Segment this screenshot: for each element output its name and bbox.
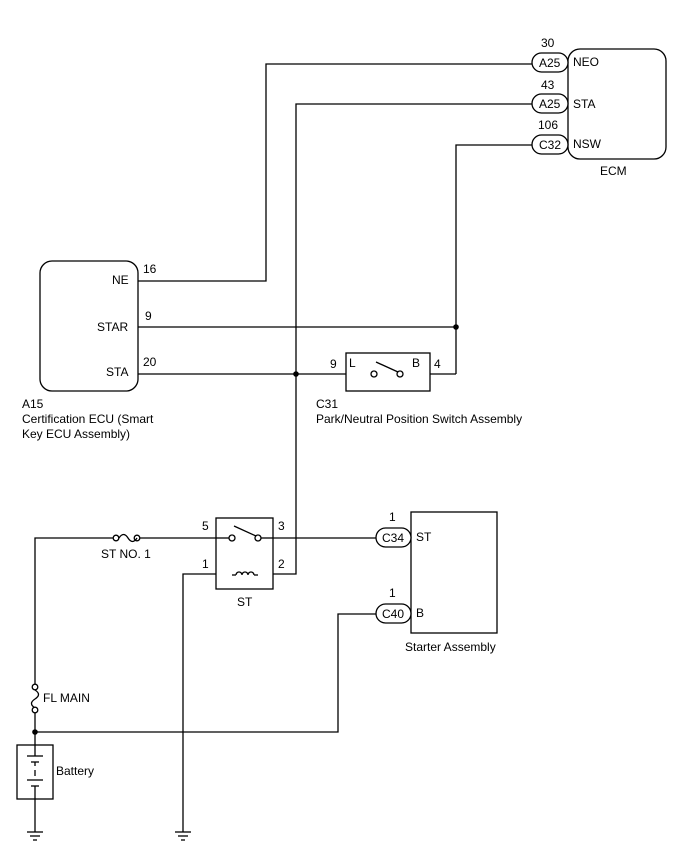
relay-coil: [235, 571, 255, 576]
st-relay-name: ST: [237, 595, 253, 609]
ecm-pin-neo-label: NEO: [573, 55, 599, 69]
ecm-pin-neo-number: 30: [541, 36, 555, 50]
ecm-connector-label: C32: [539, 138, 561, 152]
ecm-pin-nsw: 106 C32 NSW: [531, 118, 602, 155]
wire-relay-pin1-ground: [182, 573, 216, 832]
fuse-terminal: [31, 683, 39, 691]
battery-label: Battery: [56, 764, 94, 778]
certification-ecu-box: [39, 260, 139, 392]
ecm-connector-label: A25: [539, 56, 561, 70]
ecm-pin-sta: 43 A25 STA: [531, 78, 595, 114]
cert-ecu-pin-ne-number: 16: [143, 262, 157, 276]
starter-assembly-name: Starter Assembly: [405, 640, 496, 654]
relay-blade: [233, 525, 257, 537]
park-switch-pin-4: 4: [434, 357, 441, 371]
fuse-terminal: [112, 534, 120, 542]
st-relay-box: [215, 517, 274, 590]
starter-assembly-box: [410, 511, 498, 634]
cert-ecu-name-line2: Key ECU Assembly): [22, 427, 130, 441]
fuse-terminal: [31, 706, 39, 714]
park-switch-term-b: B: [412, 356, 420, 370]
st-relay-pin-5: 5: [202, 519, 209, 533]
wire-battery-to-starter-b: [35, 613, 376, 733]
wire-sta-trunk: [295, 103, 532, 536]
st-relay-pin-3: 3: [278, 519, 285, 533]
st-relay-pin-1: 1: [202, 557, 209, 571]
park-neutral-switch: L B 9 4 C31 Park/Neutral Position Switch…: [316, 352, 522, 426]
ecm-connector-a25-neo: [531, 52, 569, 73]
ecm-pin-sta-number: 43: [541, 78, 555, 92]
starter-pin-st-number: 1: [389, 510, 396, 524]
starter-pin-b-label: B: [416, 606, 424, 620]
switch-contact: [370, 370, 378, 378]
cert-ecu-code: A15: [22, 397, 44, 411]
starter-connector-c34: [375, 527, 412, 548]
fuse-fl-main-label: FL MAIN: [43, 691, 90, 705]
park-switch-pin-9: 9: [330, 357, 337, 371]
wire-fuse-st-left: [34, 537, 113, 684]
ground-icon: [27, 831, 43, 841]
cert-ecu-pin-star-number: 9: [145, 309, 152, 323]
starter-pin-st: 1 C34 ST: [375, 510, 432, 548]
starter-connector-label: C34: [382, 531, 404, 545]
battery-symbol: [16, 744, 54, 800]
cert-ecu-name-line1: Certification ECU (Smart: [22, 412, 154, 426]
ground-icon: [175, 831, 191, 841]
park-switch-name: Park/Neutral Position Switch Assembly: [316, 412, 522, 426]
relay-contact: [228, 534, 236, 542]
junction-dot: [293, 371, 299, 377]
park-switch-term-l: L: [349, 356, 356, 370]
wire-ne-neo: [138, 63, 532, 282]
starter-connector-label: C40: [382, 607, 404, 621]
st-relay-pin-2: 2: [278, 557, 285, 571]
ecm-pin-nsw-number: 106: [538, 118, 558, 132]
starter-connector-c40: [375, 603, 412, 624]
ecm-pin-sta-label: STA: [573, 97, 595, 111]
starter-pin-b-number: 1: [389, 586, 396, 600]
wire-nsw: [455, 144, 532, 374]
fuse-st-no1-symbol: [118, 533, 138, 543]
park-switch-box: [345, 352, 431, 392]
ecm-pin-nsw-label: NSW: [573, 137, 602, 151]
ecm-pin-neo: 30 A25 NEO: [531, 36, 599, 73]
cert-ecu-pin-sta-number: 20: [143, 355, 157, 369]
cert-ecu-pin-ne-label: NE: [112, 273, 129, 287]
fuse-st-no1-label: ST NO. 1: [101, 547, 151, 561]
wire-relay-pin2: [273, 536, 297, 575]
starter-pin-b: 1 C40 B: [375, 586, 424, 624]
junction-dot: [453, 324, 459, 330]
fuse-fl-main-symbol: [30, 689, 40, 709]
cert-ecu-pin-star-label: STAR: [97, 320, 128, 334]
ecm-connector-label: A25: [539, 97, 561, 111]
cert-ecu-pin-sta-label: STA: [106, 365, 128, 379]
switch-blade: [375, 361, 399, 373]
starter-pin-st-label: ST: [416, 530, 432, 544]
ecm-name: ECM: [600, 164, 627, 178]
park-switch-code: C31: [316, 397, 338, 411]
st-relay: 5 3 1 2 ST: [202, 517, 285, 609]
switch-contact: [396, 370, 404, 378]
